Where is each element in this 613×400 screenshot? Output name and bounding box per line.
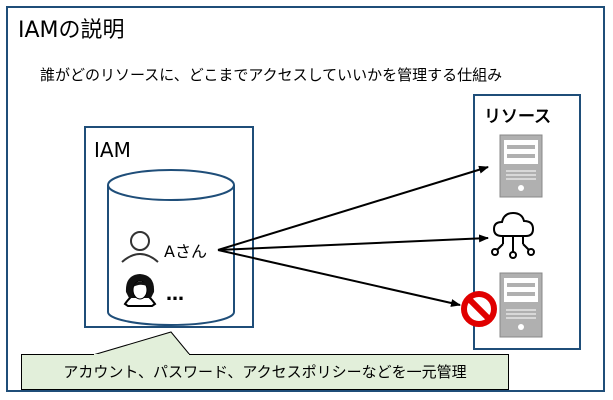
user-a-label: Aさん — [164, 242, 207, 261]
female-user-icon — [123, 274, 157, 307]
callout-text: アカウント、パスワード、アクセスポリシーなどを一元管理 — [63, 363, 467, 381]
user-icon — [121, 231, 159, 263]
access-arrows — [217, 165, 489, 307]
server-icon — [499, 272, 543, 338]
prohibited-icon — [461, 291, 497, 327]
iam-label: IAM — [94, 138, 131, 162]
server-icon — [499, 134, 543, 198]
callout-box: アカウント、パスワード、アクセスポリシーなどを一元管理 — [21, 354, 509, 390]
diagram-subtitle: 誰がどのリソースに、どこまでアクセスしていいかを管理する仕組み — [40, 66, 503, 84]
diagram-title: IAMの説明 — [18, 18, 125, 43]
resource-label: リソース — [484, 107, 552, 127]
more-users-label: … — [166, 284, 184, 305]
cloud-network-icon — [491, 211, 535, 259]
callout-pointer — [92, 331, 192, 356]
